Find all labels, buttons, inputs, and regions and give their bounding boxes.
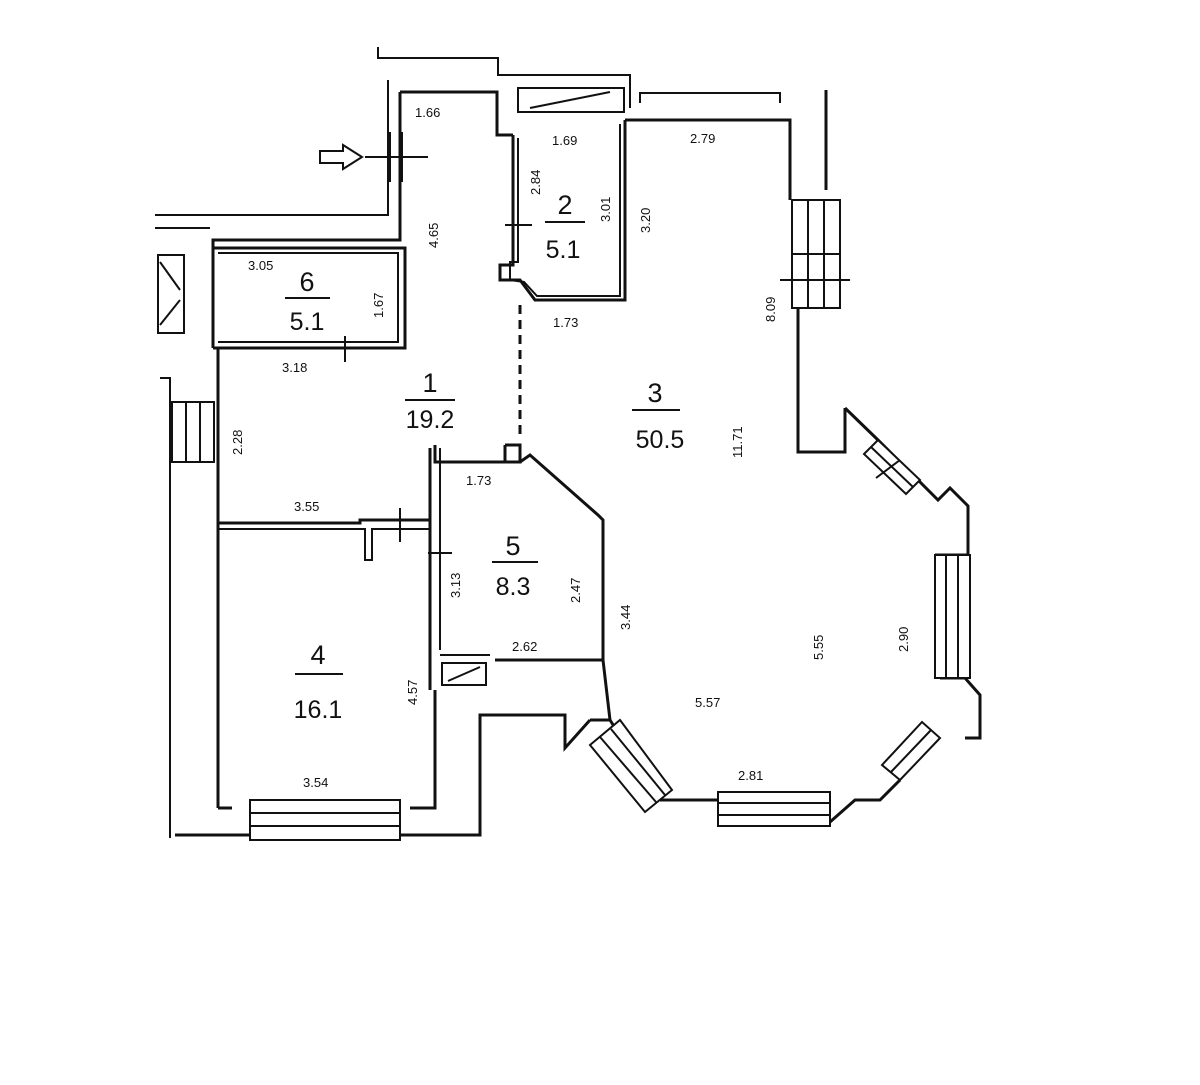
room-5-area: 8.3	[496, 573, 531, 601]
dim-3-01: 3.01	[598, 197, 613, 222]
room-6-area: 5.1	[290, 308, 325, 336]
interior-walls	[213, 120, 662, 801]
door-marks	[344, 132, 901, 554]
dim-1-69: 1.69	[552, 133, 577, 148]
window-right-top	[791, 199, 841, 309]
room-1-label: 1 19.2	[405, 368, 455, 434]
dim-2-90: 2.90	[896, 627, 911, 652]
dim-2-79: 2.79	[690, 131, 715, 146]
windows	[157, 87, 971, 841]
room-1-number: 1	[422, 368, 437, 398]
arrow-right-icon	[319, 143, 364, 171]
room-labels: 1 19.2 2 5.1 3 50.5 4 16.1 5 8.3 6 5.1	[285, 190, 684, 724]
room-3-label: 3 50.5	[632, 378, 684, 454]
room-2-area: 5.1	[546, 236, 581, 264]
room-4-area: 16.1	[294, 696, 343, 724]
window-bottom-left	[249, 799, 401, 841]
room-3-area: 50.5	[636, 426, 685, 454]
dim-1-73-top: 1.73	[553, 315, 578, 330]
window-bay-lower	[880, 720, 942, 782]
room-6-label: 6 5.1	[285, 267, 330, 336]
dim-11-71: 11.71	[730, 426, 745, 458]
dim-4-57: 4.57	[405, 680, 420, 705]
surrounding-walls	[155, 47, 828, 838]
room-2-label: 2 5.1	[545, 190, 585, 264]
dim-2-47: 2.47	[568, 578, 583, 603]
vent-room5	[441, 662, 487, 686]
dim-3-44: 3.44	[618, 605, 633, 630]
dim-3-55: 3.55	[294, 499, 319, 514]
dim-2-84: 2.84	[528, 170, 543, 195]
room-4-number: 4	[310, 640, 325, 670]
room-3-number: 3	[647, 378, 662, 408]
dim-5-55: 5.55	[811, 635, 826, 660]
room-1-area: 19.2	[406, 406, 455, 434]
dimension-labels: 1.66 1.69 2.79 2.84 3.01 3.20 4.65 3.05 …	[230, 105, 911, 790]
dim-1-66: 1.66	[415, 105, 440, 120]
window-bottom-diagonal	[588, 718, 674, 814]
dim-3-54: 3.54	[303, 775, 328, 790]
dim-1-67: 1.67	[371, 293, 386, 318]
window-left-top	[157, 254, 185, 334]
dim-3-20: 3.20	[638, 208, 653, 233]
window-bay-right	[934, 554, 971, 679]
dim-2-81: 2.81	[738, 768, 763, 783]
room-2-number: 2	[557, 190, 572, 220]
dim-8-09: 8.09	[763, 297, 778, 322]
dim-1-73-mid: 1.73	[466, 473, 491, 488]
dim-2-62: 2.62	[512, 639, 537, 654]
window-bottom-right	[717, 791, 831, 827]
window-top-vent	[517, 87, 625, 113]
dim-3-05: 3.05	[248, 258, 273, 273]
dim-3-18: 3.18	[282, 360, 307, 375]
dim-3-13: 3.13	[448, 573, 463, 598]
room-6-number: 6	[299, 267, 314, 297]
dim-4-65: 4.65	[426, 223, 441, 248]
window-left	[171, 401, 215, 463]
dim-2-28: 2.28	[230, 430, 245, 455]
room-5-label: 5 8.3	[492, 531, 538, 601]
room-5-number: 5	[505, 531, 520, 561]
room-4-label: 4 16.1	[294, 640, 343, 724]
dim-5-57: 5.57	[695, 695, 720, 710]
